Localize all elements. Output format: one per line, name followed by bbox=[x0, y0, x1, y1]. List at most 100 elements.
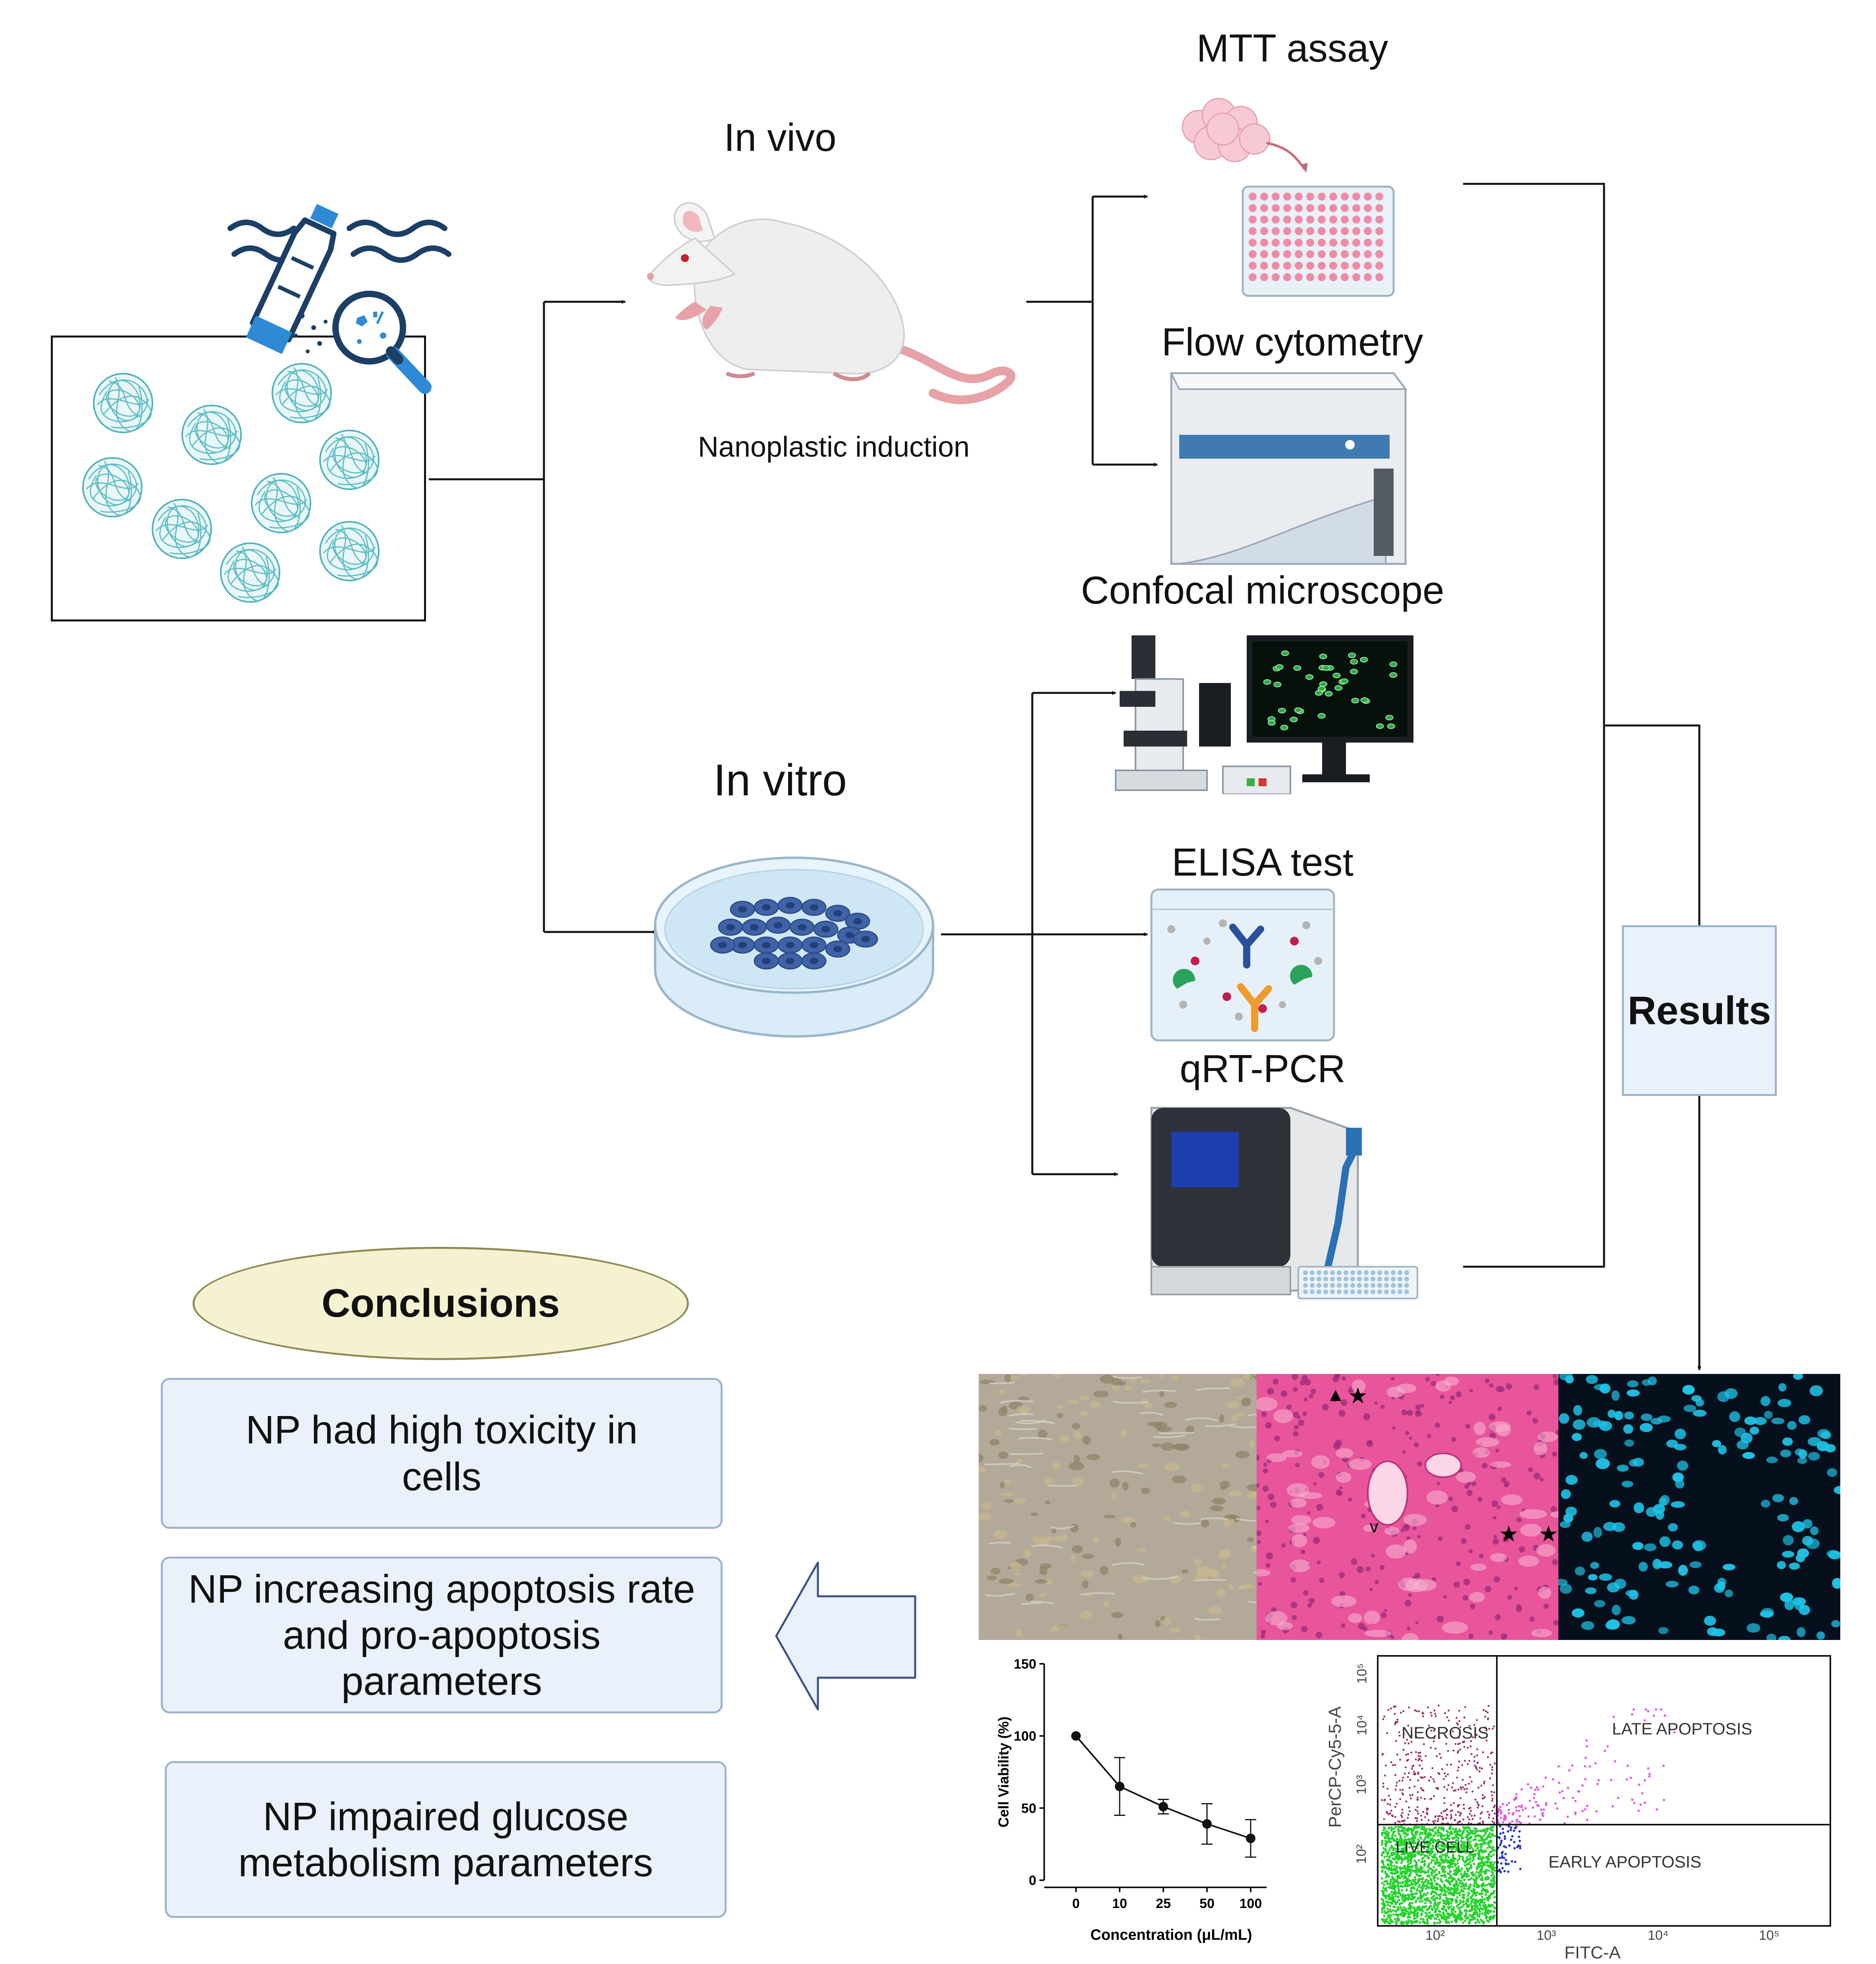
live-cell-event bbox=[1442, 1827, 1445, 1830]
late-apoptosis-event bbox=[1532, 1806, 1535, 1809]
cell-debris bbox=[1016, 1628, 1022, 1637]
plate-well bbox=[1318, 204, 1326, 212]
pcr-well bbox=[1357, 1283, 1362, 1288]
live-cell-event bbox=[1446, 1859, 1448, 1862]
live-cell-event bbox=[1478, 1921, 1481, 1924]
live-cell-event bbox=[1476, 1911, 1479, 1914]
necrosis-event bbox=[1419, 1764, 1421, 1767]
live-cell-event bbox=[1448, 1900, 1450, 1903]
necrosis-event bbox=[1382, 1782, 1384, 1785]
hepatocyte-nucleus bbox=[1280, 1390, 1288, 1397]
necrosis-event bbox=[1418, 1710, 1420, 1713]
flow-cytometry-label: Flow cytometry bbox=[1161, 320, 1423, 364]
cell-debris bbox=[1194, 1559, 1202, 1566]
plate-well bbox=[1318, 193, 1326, 201]
early-apoptosis-event bbox=[1502, 1831, 1504, 1834]
live-cell-event bbox=[1493, 1881, 1496, 1884]
live-cell-event bbox=[1417, 1911, 1419, 1914]
live-cell-event bbox=[1448, 1889, 1450, 1891]
pcr-well bbox=[1330, 1277, 1335, 1281]
late-apoptosis-event bbox=[1520, 1788, 1523, 1791]
live-cell-event bbox=[1417, 1838, 1419, 1841]
necrosis-event bbox=[1483, 1796, 1486, 1798]
plate-well bbox=[1364, 204, 1372, 212]
necrosis-event bbox=[1443, 1797, 1446, 1799]
necrosis-event bbox=[1384, 1774, 1386, 1777]
live-cell-event bbox=[1421, 1887, 1424, 1890]
early-apoptosis-event bbox=[1507, 1830, 1510, 1833]
live-cell-event bbox=[1479, 1913, 1481, 1916]
live-cell-event bbox=[1449, 1862, 1452, 1865]
cell-nucleus bbox=[845, 932, 854, 938]
quadrant-early-apoptosis-label: EARLY APOPTOSIS bbox=[1548, 1852, 1702, 1871]
live-cell-event bbox=[1463, 1885, 1465, 1887]
live-cell-event bbox=[1383, 1921, 1386, 1924]
hepatocyte-nucleus bbox=[1425, 1377, 1430, 1382]
late-apoptosis-event bbox=[1520, 1806, 1523, 1808]
necrosis-event bbox=[1421, 1759, 1423, 1762]
live-cell-event bbox=[1471, 1830, 1474, 1833]
fluorescent-cell bbox=[1280, 725, 1288, 731]
live-cell-event bbox=[1395, 1909, 1398, 1912]
necrosis-event bbox=[1409, 1779, 1411, 1781]
plate-well bbox=[1318, 216, 1326, 224]
necrosis-event bbox=[1434, 1815, 1436, 1818]
necrosis-event bbox=[1407, 1776, 1409, 1778]
flow-y-tick: 10³ bbox=[1354, 1775, 1369, 1795]
sinusoid bbox=[1473, 1447, 1490, 1458]
necrosis-event bbox=[1437, 1818, 1440, 1820]
necrosis-event bbox=[1396, 1719, 1399, 1721]
late-apoptosis-event bbox=[1500, 1812, 1502, 1815]
hepatocyte-nucleus bbox=[1351, 1558, 1357, 1565]
cell-debris bbox=[1191, 1484, 1204, 1492]
live-cell-event bbox=[1434, 1911, 1436, 1914]
necrosis-event bbox=[1389, 1804, 1391, 1806]
live-cell-event bbox=[1415, 1900, 1417, 1903]
live-cell-event bbox=[1448, 1892, 1450, 1895]
necrosis-event bbox=[1420, 1776, 1422, 1779]
necrosis-event bbox=[1391, 1814, 1393, 1817]
y-tick-label: 150 bbox=[1014, 1657, 1036, 1672]
cell-debris bbox=[1165, 1463, 1180, 1471]
live-cell-event bbox=[1436, 1883, 1439, 1885]
live-cell-event bbox=[1454, 1889, 1457, 1892]
live-cell-event bbox=[1466, 1837, 1469, 1839]
live-cell-event bbox=[1392, 1896, 1395, 1898]
hepatocyte-nucleus bbox=[1290, 1601, 1298, 1609]
series-line bbox=[1075, 1735, 1251, 1839]
live-cell-event bbox=[1493, 1915, 1496, 1918]
necrosis-event bbox=[1422, 1789, 1425, 1792]
plate-well bbox=[1306, 193, 1314, 201]
live-cell-event bbox=[1431, 1837, 1434, 1840]
necrosis-event bbox=[1445, 1775, 1447, 1777]
nucleus bbox=[1621, 1480, 1633, 1487]
necrosis-event bbox=[1447, 1750, 1449, 1752]
necrosis-event bbox=[1457, 1750, 1460, 1752]
cell-process bbox=[1008, 1413, 1034, 1417]
live-cell-event bbox=[1490, 1879, 1492, 1881]
pcr-well bbox=[1323, 1277, 1328, 1281]
live-cell-event bbox=[1413, 1912, 1416, 1915]
live-cell-event bbox=[1438, 1894, 1440, 1896]
cell-debris bbox=[1122, 1482, 1129, 1491]
live-cell-event bbox=[1392, 1913, 1395, 1916]
late-apoptosis-event bbox=[1662, 1798, 1665, 1801]
necrosis-event bbox=[1396, 1781, 1398, 1784]
live-cell-event bbox=[1448, 1906, 1451, 1909]
hepatocyte-nucleus bbox=[1401, 1409, 1407, 1416]
sinusoid bbox=[1518, 1555, 1539, 1567]
live-cell-event bbox=[1406, 1843, 1408, 1846]
cell-nucleus bbox=[810, 904, 818, 911]
cell-debris bbox=[1010, 1562, 1022, 1571]
live-cell-event bbox=[1415, 1861, 1418, 1864]
sinusoid bbox=[1405, 1578, 1428, 1592]
live-cell-event bbox=[1436, 1877, 1439, 1880]
live-cell-event bbox=[1388, 1922, 1391, 1925]
live-cell-event bbox=[1385, 1879, 1388, 1882]
cell-debris bbox=[1014, 1497, 1026, 1504]
live-cell-event bbox=[1461, 1882, 1464, 1885]
late-apoptosis-event bbox=[1545, 1804, 1548, 1806]
plate-well bbox=[1364, 239, 1372, 247]
cell-nucleus bbox=[786, 942, 794, 948]
live-cell-event bbox=[1393, 1872, 1396, 1875]
